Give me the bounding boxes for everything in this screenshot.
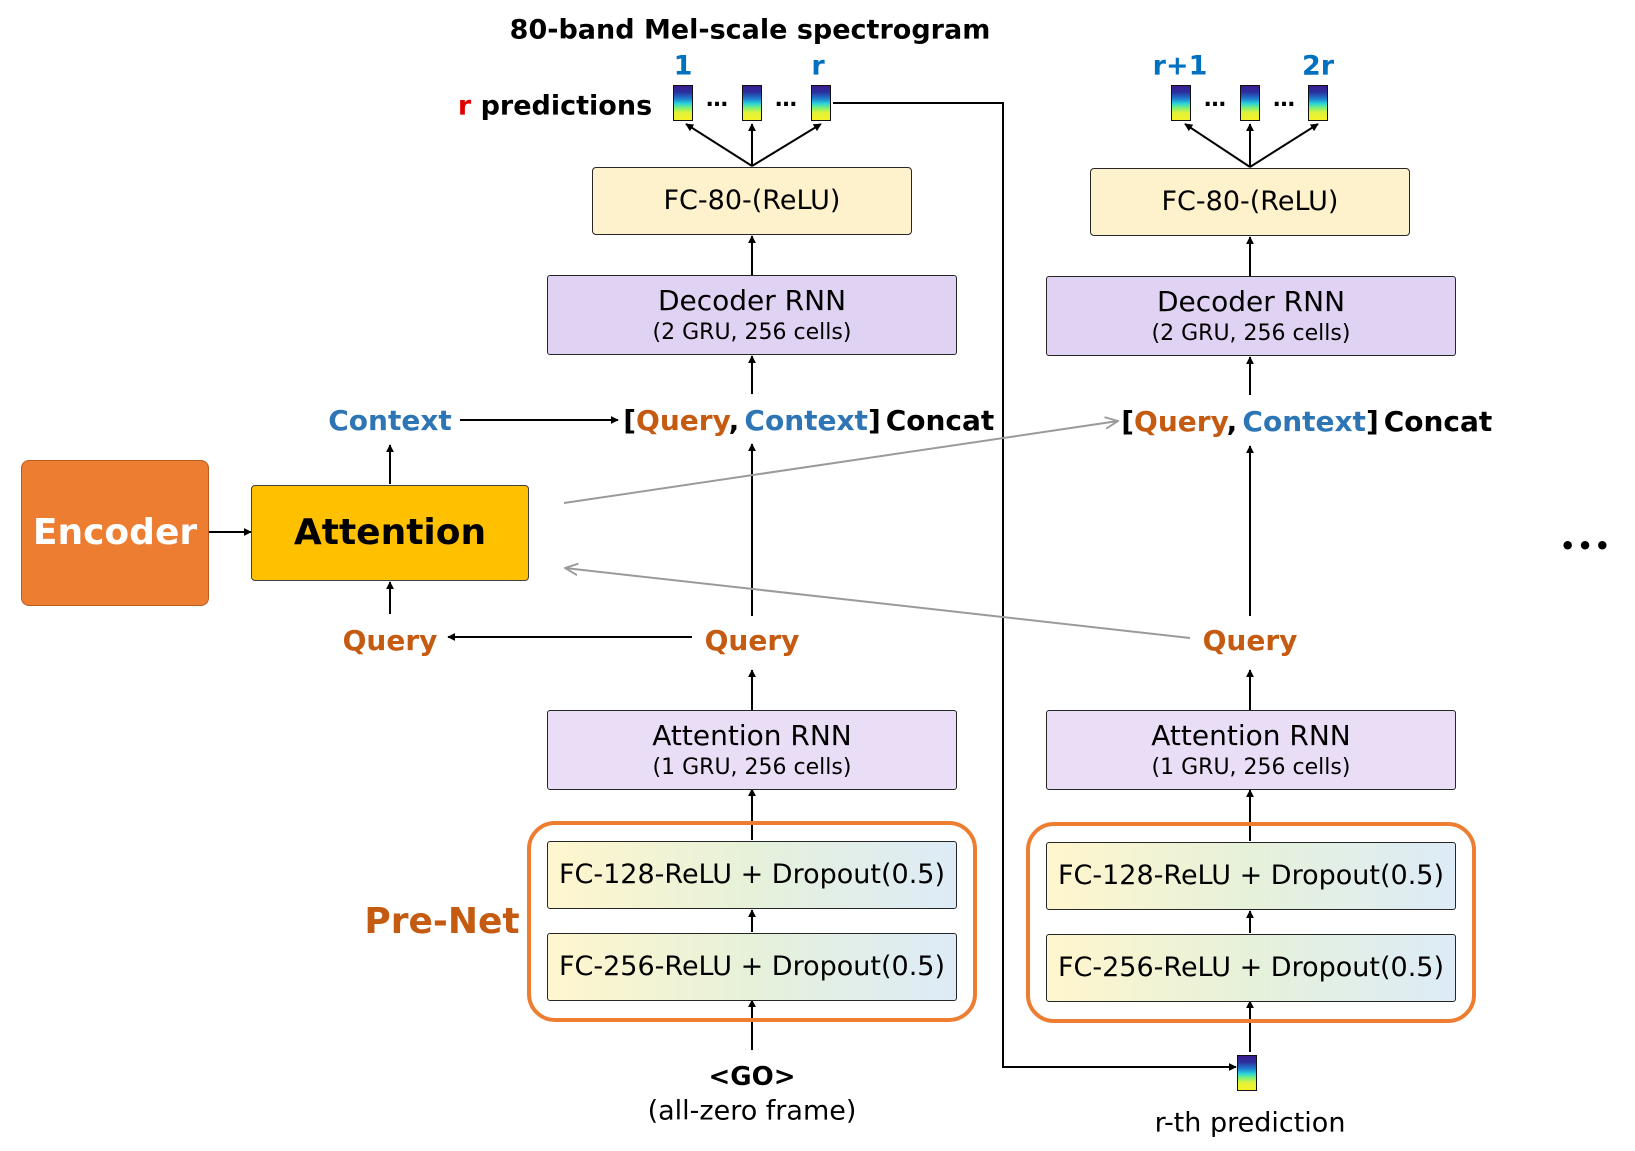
concat-label-step2: Concat: [1383, 405, 1493, 438]
prenet-fc256-step2: FC-256-ReLU + Dropout(0.5): [1046, 934, 1456, 1002]
mel-frame-r: [811, 85, 831, 121]
prenet-fc128-step2: FC-128-ReLU + Dropout(0.5): [1046, 842, 1456, 910]
go-token-label: <GO>: [708, 1062, 796, 1092]
attention-rnn-step2: Attention RNN (1 GRU, 256 cells): [1046, 710, 1456, 790]
prenet-group-step2: [1026, 822, 1476, 1023]
attention-rnn-detail: (1 GRU, 256 cells): [652, 754, 852, 780]
mel-frame-r-plus-1: [1171, 85, 1191, 121]
feedback-rth-prediction: [833, 102, 1237, 1071]
decoder-rnn-step1: Decoder RNN (2 GRU, 256 cells): [547, 275, 957, 355]
query-label-step2: Query: [1202, 624, 1298, 657]
decoder-rnn-detail: (2 GRU, 256 cells): [652, 319, 852, 345]
arrow-fc2-to-frame-1: [1184, 123, 1251, 168]
fc-80-box-step2: FC-80-(ReLU): [1090, 168, 1410, 236]
decoder-rnn-title: Decoder RNN: [1156, 284, 1346, 318]
mel-frame-rth-input: [1237, 1055, 1257, 1091]
mel-frame-mid-2: [1240, 85, 1260, 121]
prenet-label: Pre-Net: [364, 901, 520, 942]
mel-frame-1: [673, 85, 693, 121]
decoder-rnn-detail: (2 GRU, 256 cells): [1151, 320, 1351, 346]
frame-index-1: 1: [673, 50, 693, 82]
mel-frame-2r: [1308, 85, 1328, 121]
mel-frame-mid: [742, 85, 762, 121]
ellipsis-step2-b: …: [1273, 87, 1295, 112]
encoder-block: Encoder: [21, 460, 209, 606]
rth-prediction-label: r-th prediction: [1154, 1107, 1346, 1139]
frame-index-2r: 2r: [1301, 50, 1335, 82]
continuation-dots: •••: [1559, 532, 1613, 560]
attention-rnn-title: Attention RNN: [1151, 718, 1351, 752]
ellipsis-step1-a: …: [706, 87, 728, 112]
arrow-fc-to-frame-r: [751, 123, 822, 167]
arrow-query2-to-attention: [565, 568, 1191, 639]
context-label: Context: [328, 404, 452, 437]
r-letter: r: [457, 90, 472, 122]
arrow-fc2-to-frame-r: [1249, 123, 1319, 168]
attention-rnn-step1: Attention RNN (1 GRU, 256 cells): [547, 710, 957, 790]
ellipsis-step2-a: …: [1204, 87, 1226, 112]
concat-query-context-step1: [Query, Context]: [623, 404, 881, 437]
attention-rnn-title: Attention RNN: [652, 718, 852, 752]
frame-index-r: r: [811, 50, 825, 82]
concat-label-step1: Concat: [885, 404, 995, 437]
all-zero-frame-label: (all-zero frame): [647, 1095, 857, 1127]
query-label-step1: Query: [704, 624, 800, 657]
spectrogram-title: 80-band Mel-scale spectrogram: [509, 14, 991, 46]
prenet-fc256-step1: FC-256-ReLU + Dropout(0.5): [547, 933, 957, 1001]
attention-rnn-detail: (1 GRU, 256 cells): [1151, 754, 1351, 780]
arrow-fc-to-frame-1: [685, 123, 753, 167]
prenet-fc128-step1: FC-128-ReLU + Dropout(0.5): [547, 841, 957, 909]
r-predictions-label: r predictions: [458, 93, 652, 120]
frame-index-r-plus-1: r+1: [1152, 50, 1208, 82]
attention-block: Attention: [251, 485, 529, 581]
decoder-rnn-step2: Decoder RNN (2 GRU, 256 cells): [1046, 276, 1456, 356]
arrow-attention-to-concat2: [563, 421, 1118, 504]
decoder-rnn-title: Decoder RNN: [657, 283, 847, 317]
ellipsis-step1-b: …: [775, 87, 797, 112]
prenet-group-step1: [527, 821, 977, 1022]
predictions-word: predictions: [480, 90, 653, 122]
attention-query-label: Query: [342, 624, 438, 657]
fc-80-box-step1: FC-80-(ReLU): [592, 167, 912, 235]
concat-query-context-step2: [Query, Context]: [1121, 405, 1379, 438]
